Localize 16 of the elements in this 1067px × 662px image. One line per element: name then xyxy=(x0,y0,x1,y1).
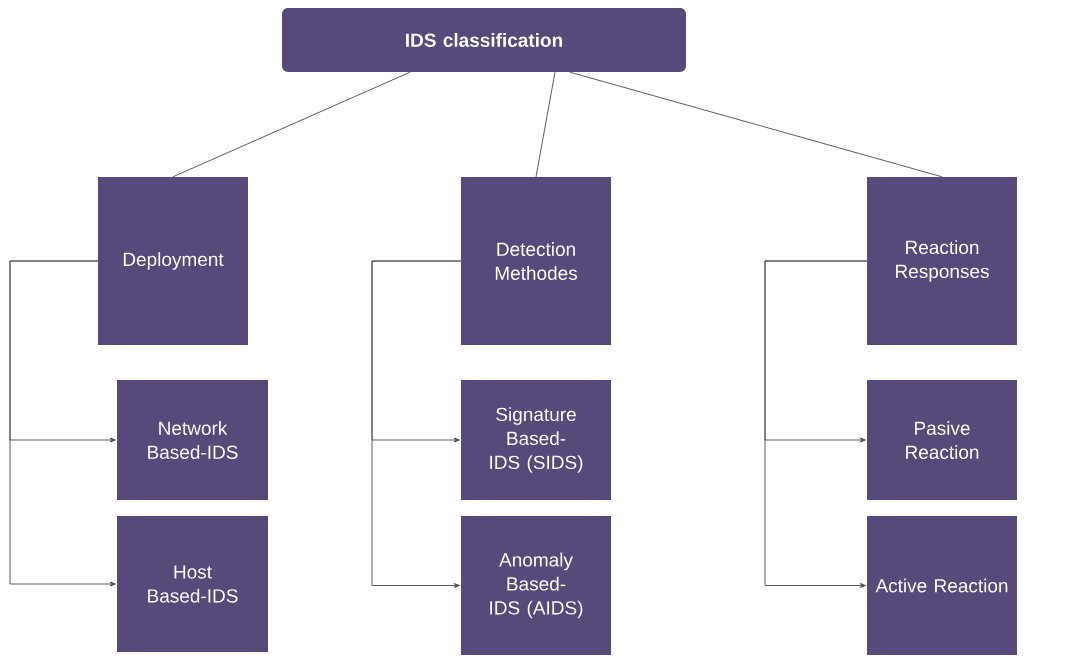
type-box: Network Based-IDS xyxy=(117,380,268,500)
type-box: Anomaly Based-IDS (AIDS) xyxy=(461,516,611,655)
connector xyxy=(569,71,943,178)
category-box: Detection Methodes xyxy=(461,177,611,345)
title-box: IDS classification xyxy=(282,8,686,72)
category-box: Reaction Responses xyxy=(867,177,1017,345)
connector xyxy=(9,260,116,587)
connector xyxy=(371,260,462,588)
type-box: Signature Based-IDS (SIDS) xyxy=(461,380,611,500)
type-box: Pasive Reaction xyxy=(867,380,1017,500)
category-box: Deployment xyxy=(98,177,248,345)
connector xyxy=(535,71,556,178)
connector xyxy=(764,260,868,588)
type-box: Host Based-IDS xyxy=(117,516,268,652)
connector xyxy=(172,71,411,178)
type-box: Active Reaction xyxy=(867,516,1017,655)
